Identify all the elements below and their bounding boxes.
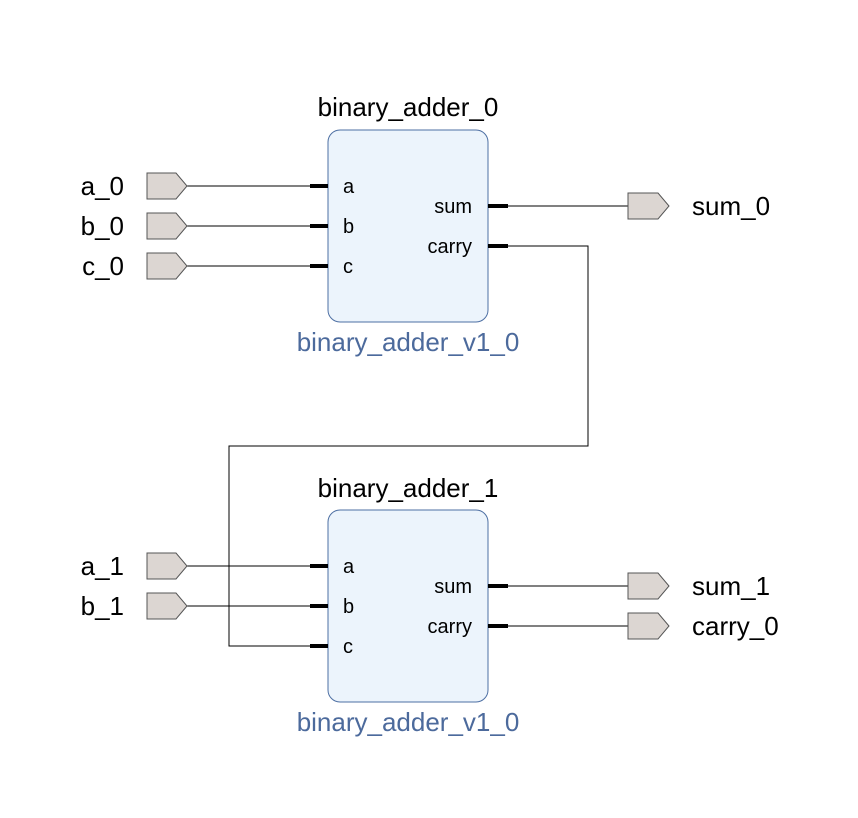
pin-label-c: c xyxy=(343,256,353,278)
block-module-name: binary_adder_v1_0 xyxy=(297,707,520,737)
input-port-arrow-icon[interactable] xyxy=(146,172,188,200)
output-port-label: sum_1 xyxy=(692,571,770,601)
output-port-carry_0[interactable]: carry_0 xyxy=(627,611,779,641)
output-port-sum_0[interactable]: sum_0 xyxy=(627,191,770,221)
input-port-label: a_0 xyxy=(81,171,124,201)
pin-label-c: c xyxy=(343,636,353,658)
wires xyxy=(187,185,628,647)
input-port-b_1[interactable]: b_1 xyxy=(81,591,188,621)
block-module-name: binary_adder_v1_0 xyxy=(297,327,520,357)
input-port-arrow-icon[interactable] xyxy=(146,212,188,240)
output-port-arrow-icon[interactable] xyxy=(627,572,670,600)
wire-carry-chain xyxy=(228,245,589,647)
input-port-arrow-icon[interactable] xyxy=(146,592,188,620)
input-port-arrow-icon[interactable] xyxy=(146,252,188,280)
pin-label-sum: sum xyxy=(434,196,472,218)
block-binary-adder-0[interactable]: binary_adder_0 a b c sum carry binary_ad… xyxy=(297,92,520,357)
output-port-label: carry_0 xyxy=(692,611,779,641)
input-port-b_0[interactable]: b_0 xyxy=(81,211,188,241)
output-port-sum_1[interactable]: sum_1 xyxy=(627,571,770,601)
pin-label-b: b xyxy=(343,596,354,618)
pin-label-a: a xyxy=(343,176,355,198)
output-port-label: sum_0 xyxy=(692,191,770,221)
pin-label-b: b xyxy=(343,216,354,238)
input-port-c_0[interactable]: c_0 xyxy=(82,251,188,281)
block-binary-adder-1[interactable]: binary_adder_1 a b c sum carry binary_ad… xyxy=(297,473,520,737)
input-port-label: b_1 xyxy=(81,591,124,621)
pin-label-a: a xyxy=(343,556,355,578)
input-port-arrow-icon[interactable] xyxy=(146,552,188,580)
pin-label-carry: carry xyxy=(428,616,472,638)
block-instance-name: binary_adder_0 xyxy=(318,92,499,122)
input-port-a_0[interactable]: a_0 xyxy=(81,171,188,201)
input-port-label: a_1 xyxy=(81,551,124,581)
pin-label-carry: carry xyxy=(428,236,472,258)
pin-label-sum: sum xyxy=(434,576,472,598)
input-port-label: c_0 xyxy=(82,251,124,281)
output-port-arrow-icon[interactable] xyxy=(627,192,670,220)
input-port-label: b_0 xyxy=(81,211,124,241)
output-port-arrow-icon[interactable] xyxy=(627,612,670,640)
block-instance-name: binary_adder_1 xyxy=(318,473,499,503)
input-port-a_1[interactable]: a_1 xyxy=(81,551,188,581)
